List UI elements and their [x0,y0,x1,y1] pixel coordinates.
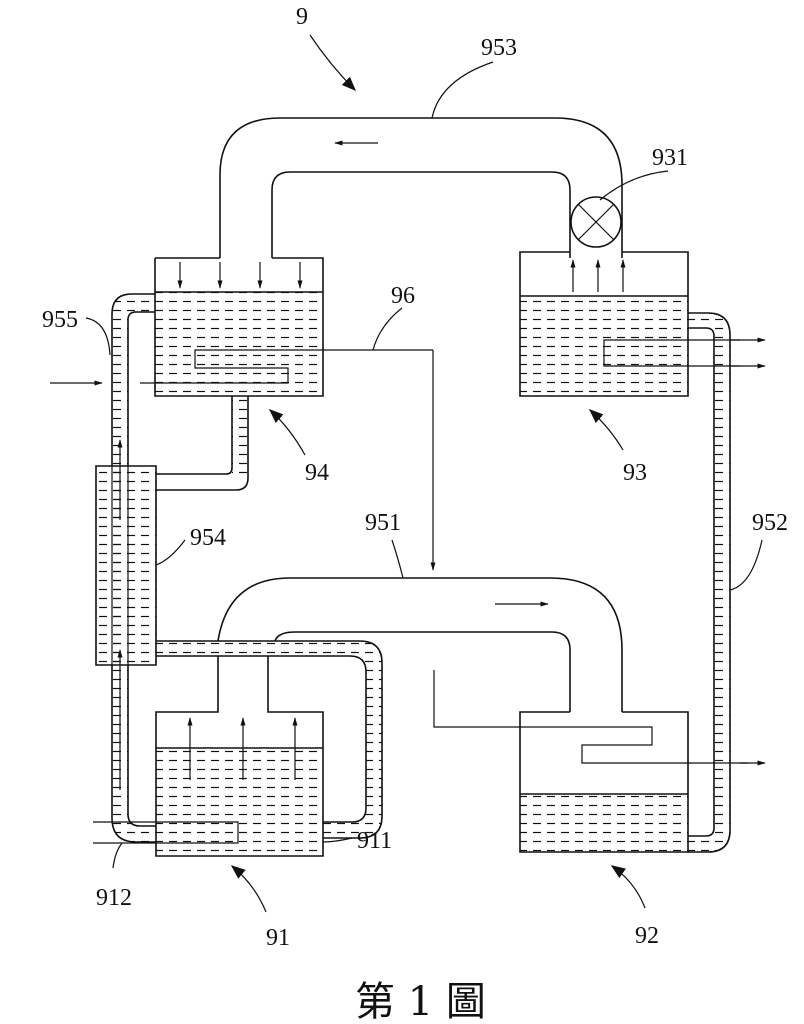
heat-exchanger-954 [95,465,157,666]
label-952: 952 [752,510,788,536]
label-94: 94 [305,460,329,486]
label-93: 93 [623,460,647,486]
label-955: 955 [42,307,78,333]
figure-caption: 第 1 圖 [355,979,486,1024]
label-954: 954 [190,525,226,551]
tank-94 [140,257,436,571]
leader-955 [85,317,111,356]
leader-953 [431,61,494,119]
label-951: 951 [365,510,401,536]
leader-lines [85,34,763,913]
pipe-955 [50,293,156,843]
leader-911 [322,837,353,843]
label-96: 96 [391,283,415,309]
tank-91 [93,656,324,857]
valve-931 [570,196,622,248]
leader-952 [729,539,763,591]
label-912: 912 [96,885,132,911]
leader-96 [372,307,403,351]
leader-931 [599,170,669,201]
label-92: 92 [635,923,659,949]
duct-953 [219,117,623,258]
leader-9 [309,34,357,92]
label-931: 931 [652,145,688,171]
leader-93 [588,409,624,451]
pipe-952 [688,312,731,853]
label-91: 91 [266,925,290,951]
leader-951 [391,539,404,579]
leader-92 [610,865,646,909]
tank-93 [519,251,766,397]
label-9: 9 [296,4,308,30]
leader-91 [230,865,267,913]
flow-arrows-94 [177,262,303,289]
label-953: 953 [481,35,517,61]
tank-92 [433,670,766,853]
leader-912 [112,842,123,869]
duct-951 [217,577,623,712]
label-911: 911 [357,828,392,854]
liquid-loop-91 [156,640,383,839]
leader-94 [268,409,306,456]
leader-954 [155,539,186,566]
